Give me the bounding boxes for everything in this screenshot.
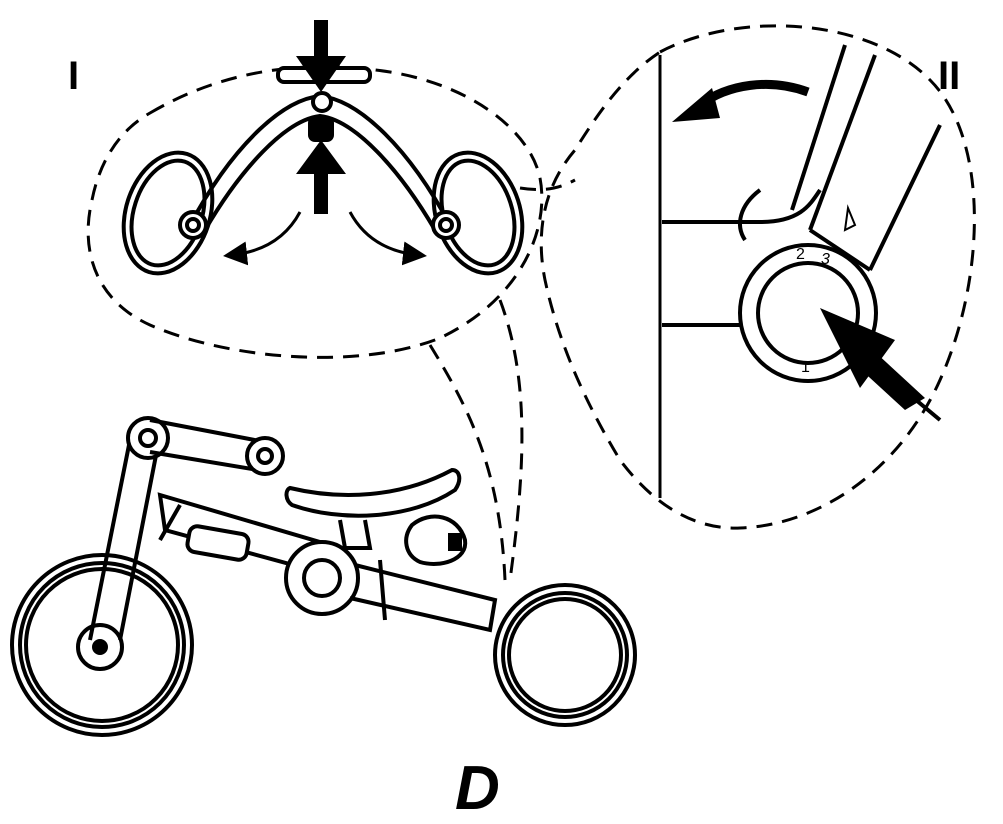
stabilizer-left-wheel <box>121 150 215 276</box>
rotate-arrow-icon <box>697 79 810 109</box>
rotate-arrowhead <box>672 88 720 122</box>
step-label: D <box>455 754 500 823</box>
detail-one-connector-line-2 <box>498 299 524 581</box>
detail-one-dashed-outline <box>86 65 544 359</box>
detail-one-label: I <box>68 54 80 98</box>
detail-two-dashed-outline <box>539 24 976 530</box>
stabilizer-right-wheel <box>431 150 525 276</box>
detail-two-connector-line <box>519 178 576 192</box>
detail-one-connector-line <box>428 344 507 581</box>
detail-two-callout <box>519 24 976 530</box>
rear-arm <box>349 563 498 633</box>
swing-right-arrow-icon <box>348 211 427 266</box>
rear-light <box>404 514 468 566</box>
rear-wheel <box>493 583 637 727</box>
swing-left-arrow-icon <box>223 211 302 266</box>
press-down-arrow-icon <box>296 20 346 92</box>
press-up-arrow-icon <box>296 140 346 214</box>
front-fork <box>88 437 161 641</box>
center-joint <box>284 540 360 616</box>
handlebar <box>126 416 285 476</box>
bike-illustration <box>10 416 637 737</box>
position-mark-1: 1 <box>801 359 810 376</box>
detail-one-callout <box>86 20 544 581</box>
detail-two-label: II <box>938 54 961 98</box>
position-mark-3: 3 <box>821 251 830 268</box>
position-mark-2: 2 <box>796 246 805 263</box>
push-arrow-icon <box>820 308 942 422</box>
seat <box>284 467 462 518</box>
